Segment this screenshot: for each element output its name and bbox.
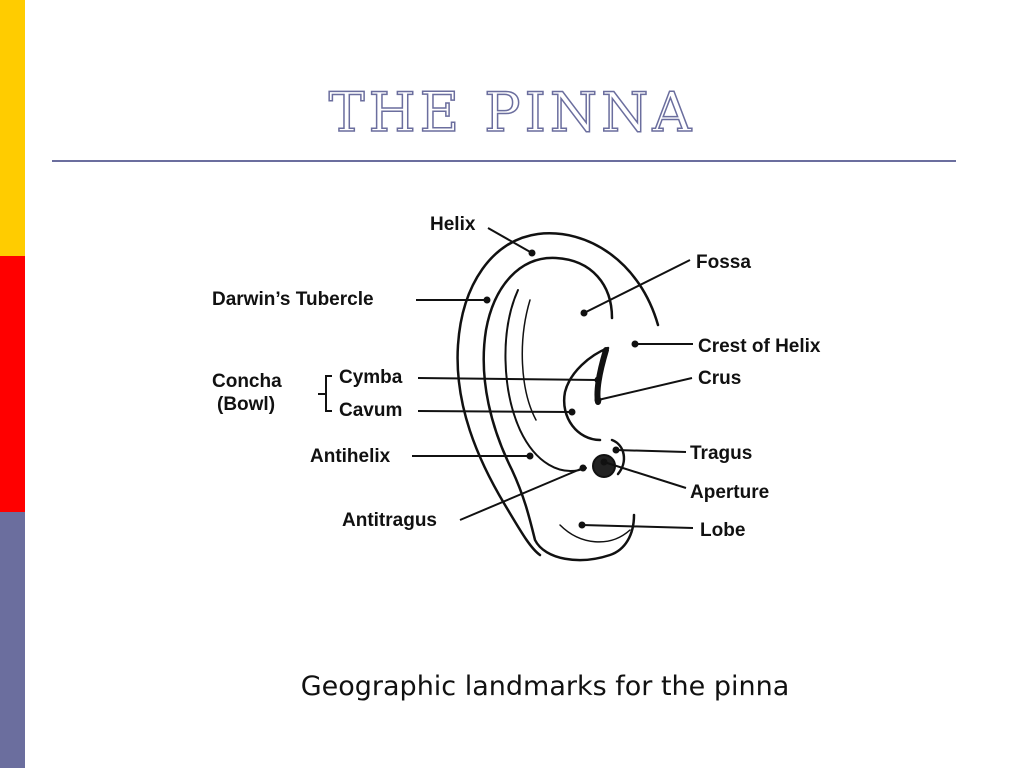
- label-bowl: (Bowl): [217, 394, 275, 415]
- slide-title: THE PINNA: [328, 80, 696, 145]
- side-bar-slate: [0, 512, 25, 768]
- ear-tragus-shape: [610, 438, 626, 476]
- label-aperture: Aperture: [690, 482, 769, 503]
- label-lobe: Lobe: [700, 520, 745, 541]
- ear-outer-rim: [456, 232, 660, 557]
- side-bar-yellow: [0, 0, 25, 256]
- label-tragus: Tragus: [690, 443, 752, 464]
- ear-helix-outline: [482, 256, 636, 562]
- label-crest-of-helix: Crest of Helix: [698, 336, 821, 357]
- title-rule: [52, 160, 956, 162]
- label-antihelix: Antihelix: [310, 446, 391, 467]
- label-antitragus: Antitragus: [342, 510, 437, 531]
- label-crus: Crus: [698, 368, 741, 389]
- label-cymba: Cymba: [339, 367, 403, 388]
- leader-lines: [318, 227, 694, 529]
- ear-aperture-shape: [592, 454, 616, 478]
- ear-antihelix-ridge: [504, 289, 587, 472]
- ear-lobe-crease: [559, 524, 631, 543]
- label-fossa: Fossa: [696, 252, 751, 273]
- slide-caption: Geographic landmarks for the pinna: [300, 671, 790, 702]
- label-cavum: Cavum: [339, 400, 402, 421]
- label-helix: Helix: [430, 214, 476, 235]
- label-concha: Concha: [212, 371, 282, 392]
- ear-inner-line: [521, 299, 537, 421]
- ear-crus: [594, 347, 609, 405]
- side-bar-red: [0, 256, 25, 512]
- label-darwins-tubercle: Darwin’s Tubercle: [212, 289, 374, 310]
- label-group: Helix Fossa Darwin’s Tubercle Crest of H…: [212, 214, 821, 541]
- ear-illustration: [456, 232, 660, 562]
- ear-concha: [562, 346, 610, 442]
